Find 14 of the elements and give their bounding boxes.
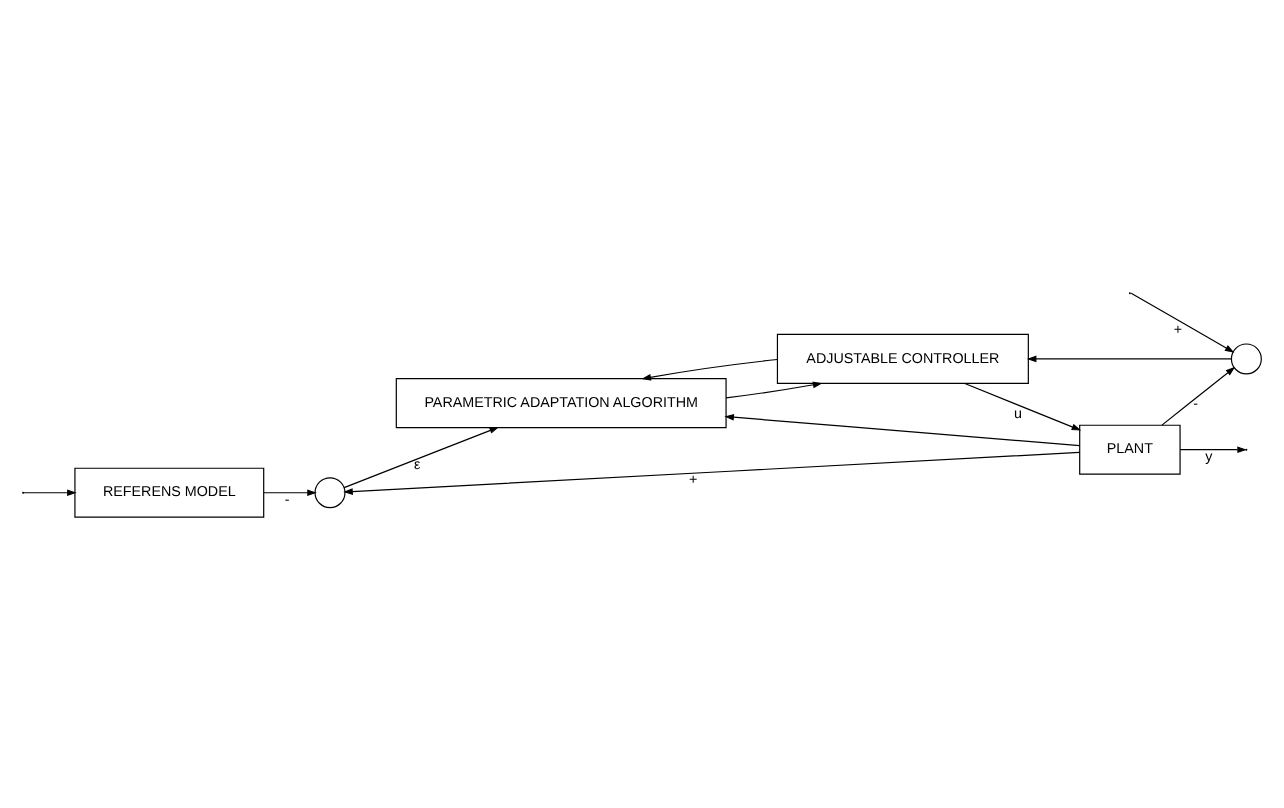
arrow: [263, 488, 317, 496]
arrow: [1161, 365, 1236, 425]
arrow: [1179, 445, 1247, 453]
node-circle: [1230, 342, 1262, 374]
arrow: [343, 426, 499, 488]
arrow: [641, 357, 778, 380]
arrow: [724, 412, 1081, 446]
arrow: [23, 488, 77, 496]
arrow: [725, 380, 823, 398]
arrow: [343, 450, 1081, 494]
arrow: [1130, 291, 1235, 352]
arrow: [1026, 354, 1232, 362]
node-circle: [314, 476, 346, 508]
arrow: [964, 381, 1082, 430]
